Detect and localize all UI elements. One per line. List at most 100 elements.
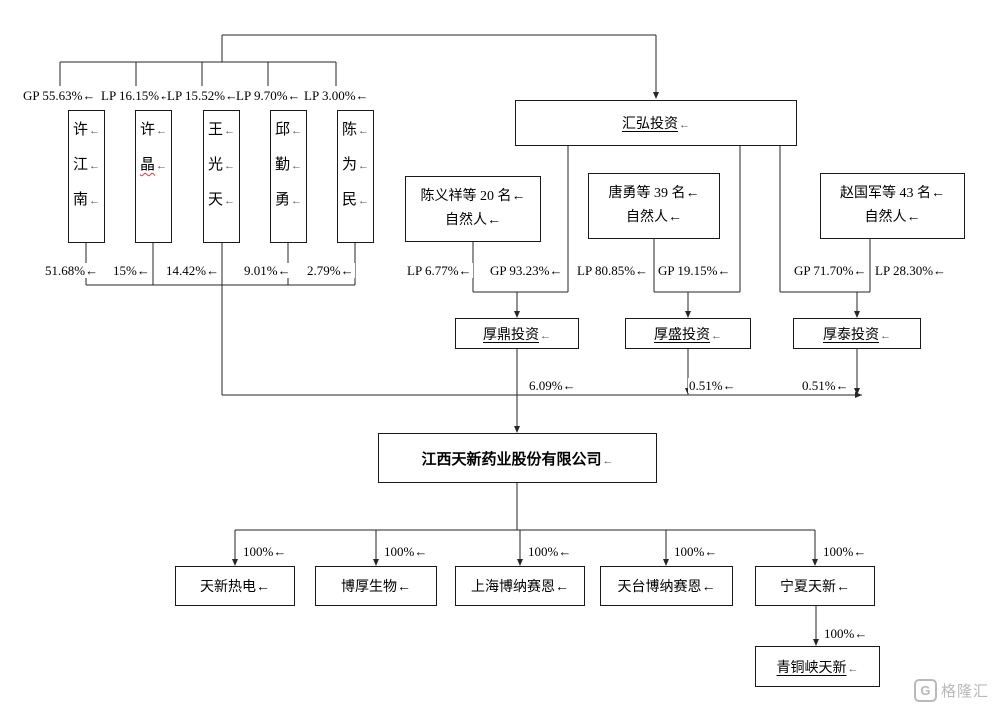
stake-label-gp: GP 71.70%← bbox=[793, 263, 868, 278]
ownership-percent-label: 100%← bbox=[383, 544, 429, 559]
paragraph-mark: ← bbox=[291, 195, 302, 207]
company-name: 厚盛投资 bbox=[654, 327, 710, 343]
paragraph-mark: ← bbox=[679, 119, 690, 131]
company-name: 天新热电← bbox=[200, 580, 270, 595]
person-name-row: 许← bbox=[73, 123, 100, 138]
holder-line: 自然人← bbox=[626, 210, 682, 225]
paragraph-mark: ← bbox=[224, 195, 235, 207]
person-box-xu-jiangnan: 许← 江← 南← bbox=[68, 110, 105, 243]
paragraph-mark: ← bbox=[711, 329, 722, 342]
person-name-char: 许 bbox=[139, 122, 155, 138]
person-name-char: 天 bbox=[207, 192, 223, 208]
ownership-percent-label: 9.01%← bbox=[243, 263, 292, 278]
company-box-housheng-investment: 厚盛投资← bbox=[625, 318, 751, 349]
person-name-char: 江 bbox=[72, 157, 88, 173]
person-name-char: 光 bbox=[207, 157, 223, 173]
paragraph-mark: ← bbox=[540, 329, 551, 342]
person-name-row: 许← bbox=[140, 123, 167, 138]
stake-label-lp-chen-weimin: LP 3.00%← bbox=[303, 88, 370, 103]
ownership-percent-label: 100%← bbox=[822, 544, 868, 559]
company-name: 汇弘投资 bbox=[622, 117, 678, 132]
holder-line: 赵国军等 43 名← bbox=[840, 185, 945, 201]
paragraph-mark: ← bbox=[880, 329, 891, 342]
gelonghui-watermark: G 格隆汇 bbox=[913, 679, 989, 702]
person-name-char: 勤 bbox=[274, 157, 290, 173]
person-name-char: 王 bbox=[207, 122, 223, 138]
person-name-row: 勇← bbox=[275, 193, 302, 208]
paragraph-mark: ← bbox=[156, 160, 167, 172]
gelonghui-logo-icon: G bbox=[913, 679, 937, 702]
company-box-jiangxi-tianxin-pharma: 江西天新药业股份有限公司← bbox=[378, 433, 657, 483]
company-name: 青铜峡天新 bbox=[776, 660, 847, 676]
paragraph-mark: ← bbox=[156, 125, 167, 137]
company-name: 天台博纳赛恩← bbox=[617, 580, 716, 595]
company-name: 厚鼎投资 bbox=[483, 327, 539, 343]
company-box-huihong-investment: 汇弘投资← bbox=[515, 100, 797, 146]
stake-label-lp-wang-guangtian: LP 15.52%← bbox=[166, 88, 240, 103]
person-name-char: 勇 bbox=[274, 192, 290, 208]
stake-label-gp: GP 19.15%← bbox=[657, 263, 732, 278]
company-name: 宁夏天新← bbox=[780, 580, 850, 595]
paragraph-mark: ← bbox=[224, 160, 235, 172]
person-name-row: 南← bbox=[73, 193, 100, 208]
holder-box-chen-yixiang-group: 陈义祥等 20 名← 自然人← bbox=[405, 176, 541, 242]
holder-line: 自然人← bbox=[864, 210, 921, 225]
person-name-row: 为← bbox=[342, 158, 369, 173]
ownership-percent-label: 100%← bbox=[242, 544, 288, 559]
ownership-percent-label: 0.51%← bbox=[801, 378, 850, 393]
paragraph-mark: ← bbox=[358, 195, 369, 207]
paragraph-mark: ← bbox=[291, 160, 302, 172]
stake-label-lp: LP 6.77%← bbox=[406, 263, 473, 278]
holder-line: 陈义祥等 20 名← bbox=[420, 188, 526, 204]
person-name-char: 南 bbox=[72, 192, 88, 208]
holder-box-tang-yong-group: 唐勇等 39 名← 自然人← bbox=[588, 173, 720, 239]
person-name-row: 晶← bbox=[140, 158, 167, 173]
paragraph-mark: ← bbox=[358, 125, 369, 137]
stake-label-lp-qiu-qinyong: LP 9.70%← bbox=[235, 88, 302, 103]
company-box-houding-investment: 厚鼎投资← bbox=[455, 318, 579, 349]
ownership-percent-label: 2.79%← bbox=[306, 263, 355, 278]
person-name-row: 勤← bbox=[275, 158, 302, 173]
company-name: 厚泰投资 bbox=[823, 327, 879, 343]
person-box-wang-guangtian: 王← 光← 天← bbox=[203, 110, 240, 243]
person-name-row: 民← bbox=[342, 193, 369, 208]
paragraph-mark: ← bbox=[89, 195, 100, 207]
ownership-percent-label: 100%← bbox=[673, 544, 719, 559]
person-name-char: 民 bbox=[341, 192, 357, 208]
ownership-percent-label: 0.51%← bbox=[688, 378, 737, 393]
ownership-percent-label: 100%← bbox=[527, 544, 573, 559]
paragraph-mark: ← bbox=[358, 160, 369, 172]
person-name-char: 陈 bbox=[341, 122, 357, 138]
paragraph-mark: ← bbox=[291, 125, 302, 137]
person-name-row: 光← bbox=[208, 158, 235, 173]
person-name-row: 陈← bbox=[342, 123, 369, 138]
stake-label-gp-xu-jiangnan: GP 55.63%← bbox=[22, 88, 97, 103]
person-name-row: 王← bbox=[208, 123, 235, 138]
holder-line: 自然人← bbox=[445, 213, 501, 228]
stake-label-lp: LP 80.85%← bbox=[576, 263, 650, 278]
stake-label-lp-xu-jing: LP 16.15%← bbox=[100, 88, 174, 103]
paragraph-mark: ← bbox=[89, 160, 100, 172]
paragraph-mark: ← bbox=[89, 125, 100, 137]
company-name: 博厚生物← bbox=[341, 580, 411, 595]
company-box-ningxia-tianxin: 宁夏天新← bbox=[755, 566, 875, 606]
person-name-row: 江← bbox=[73, 158, 100, 173]
person-name-char: 许 bbox=[72, 122, 88, 138]
ownership-percent-label: 6.09%← bbox=[528, 378, 577, 393]
holder-box-zhao-guojun-group: 赵国军等 43 名← 自然人← bbox=[820, 173, 965, 239]
gelonghui-watermark-text: 格隆汇 bbox=[940, 683, 989, 700]
ownership-percent-label: 15%← bbox=[112, 263, 151, 278]
company-name: 江西天新药业股份有限公司 bbox=[421, 451, 602, 468]
company-box-qingtongxia-tianxin: 青铜峡天新← bbox=[755, 646, 880, 687]
person-name-row: 天← bbox=[208, 193, 235, 208]
company-box-houtai-investment: 厚泰投资← bbox=[793, 318, 921, 349]
company-box-bohou-bio: 博厚生物← bbox=[315, 566, 437, 606]
ownership-percent-label: 14.42%← bbox=[165, 263, 221, 278]
company-box-shanghai-bonasaien: 上海博纳赛恩← bbox=[455, 566, 585, 606]
company-box-tianxin-thermal: 天新热电← bbox=[175, 566, 295, 606]
person-name-char: 邱 bbox=[274, 122, 290, 138]
stake-label-gp: GP 93.23%← bbox=[489, 263, 564, 278]
holder-line: 唐勇等 39 名← bbox=[608, 185, 700, 201]
